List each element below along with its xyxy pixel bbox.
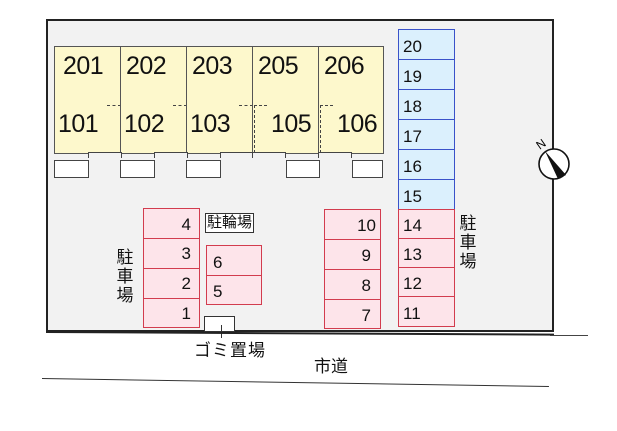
entry-notch bbox=[220, 152, 254, 158]
entry-porch-105 bbox=[286, 160, 320, 178]
parking-space-2[interactable]: 2 bbox=[143, 268, 200, 299]
bicycle-space-5[interactable]: 5 bbox=[206, 275, 262, 305]
space-number: 18 bbox=[403, 97, 422, 116]
space-number: 11 bbox=[403, 304, 421, 323]
parking-label-right: 駐車場 bbox=[459, 214, 477, 271]
unit-label-lower: 101 bbox=[58, 110, 99, 138]
unit-203-103[interactable]: 203 103 bbox=[186, 46, 253, 154]
unit-205-105[interactable]: 205 105 bbox=[252, 46, 319, 154]
parking-left: 4 3 2 1 bbox=[143, 208, 200, 328]
parking-space-4[interactable]: 4 bbox=[143, 208, 200, 239]
parking-space-8[interactable]: 8 bbox=[324, 269, 381, 300]
parking-right: 20 19 18 17 16 15 14 13 12 11 bbox=[398, 29, 455, 328]
bicycle-space-6[interactable]: 6 bbox=[206, 245, 262, 276]
north-arrow-icon: N bbox=[532, 133, 576, 185]
space-number: 19 bbox=[403, 67, 422, 86]
space-number: 7 bbox=[361, 306, 371, 325]
unit-label-lower: 102 bbox=[124, 110, 165, 138]
unit-201-101[interactable]: 201 101 bbox=[54, 46, 121, 154]
stair-outline bbox=[173, 105, 187, 153]
parking-label-left: 駐車場 bbox=[116, 248, 134, 305]
entry-notch bbox=[154, 152, 188, 158]
unit-label-upper: 206 bbox=[324, 52, 365, 80]
unit-label-upper: 205 bbox=[258, 52, 299, 80]
garbage-area[interactable] bbox=[204, 316, 235, 332]
unit-label-lower: 106 bbox=[337, 110, 378, 138]
entry-porch-101 bbox=[54, 160, 89, 178]
parking-space-17[interactable]: 17 bbox=[398, 119, 455, 150]
entry-notch bbox=[88, 152, 122, 158]
parking-space-13[interactable]: 13 bbox=[398, 238, 455, 268]
stair-outline bbox=[239, 105, 253, 153]
parking-space-7[interactable]: 7 bbox=[324, 299, 381, 329]
stair-outline bbox=[320, 105, 333, 153]
unit-label-upper: 201 bbox=[63, 52, 104, 80]
space-number: 10 bbox=[357, 216, 376, 235]
parking-space-18[interactable]: 18 bbox=[398, 89, 455, 120]
garbage-label: ゴミ置場 bbox=[194, 341, 266, 360]
unit-label-upper: 203 bbox=[192, 52, 233, 80]
road-label: 市道 bbox=[314, 357, 348, 376]
parking-space-20[interactable]: 20 bbox=[398, 29, 455, 60]
entry-porch-103 bbox=[186, 160, 221, 178]
unit-label-lower: 105 bbox=[271, 110, 312, 138]
stair-outline bbox=[107, 105, 121, 153]
space-number: 14 bbox=[403, 216, 422, 235]
space-number: 6 bbox=[213, 253, 223, 272]
parking-space-3[interactable]: 3 bbox=[143, 238, 200, 269]
space-number: 3 bbox=[181, 244, 191, 263]
space-number: 20 bbox=[403, 37, 422, 56]
space-number: 2 bbox=[181, 274, 191, 293]
parking-middle: 10 9 8 7 bbox=[324, 209, 381, 329]
space-number: 4 bbox=[181, 215, 191, 234]
parking-space-14[interactable]: 14 bbox=[398, 209, 455, 239]
road-edge-top-extension bbox=[550, 335, 588, 336]
space-number: 16 bbox=[403, 157, 422, 176]
space-number: 8 bbox=[361, 276, 371, 295]
parking-space-11[interactable]: 11 bbox=[398, 296, 455, 327]
space-number: 1 bbox=[181, 304, 191, 323]
entry-notch bbox=[318, 152, 352, 158]
space-number: 15 bbox=[403, 187, 422, 206]
road-edge-bottom bbox=[41, 378, 549, 387]
unit-label-upper: 202 bbox=[126, 52, 167, 80]
parking-space-1[interactable]: 1 bbox=[143, 298, 200, 328]
building: 201 101 202 102 203 103 205 105 206 106 bbox=[54, 46, 384, 154]
unit-202-102[interactable]: 202 102 bbox=[120, 46, 187, 154]
parking-space-12[interactable]: 12 bbox=[398, 267, 455, 297]
parking-space-10[interactable]: 10 bbox=[324, 209, 381, 240]
unit-206-106[interactable]: 206 106 bbox=[318, 46, 384, 154]
space-number: 17 bbox=[403, 127, 422, 146]
space-number: 12 bbox=[403, 274, 422, 293]
stair-outline bbox=[254, 105, 267, 153]
bicycle-parking-label: 駐輪場 bbox=[205, 213, 255, 233]
unit-label-lower: 103 bbox=[190, 110, 231, 138]
parking-space-16[interactable]: 16 bbox=[398, 149, 455, 180]
space-number: 13 bbox=[403, 245, 422, 264]
entry-notch bbox=[252, 152, 286, 158]
entry-porch-106 bbox=[352, 160, 383, 178]
entry-porch-102 bbox=[120, 160, 155, 178]
parking-space-15[interactable]: 15 bbox=[398, 179, 455, 210]
parking-space-9[interactable]: 9 bbox=[324, 239, 381, 270]
space-number: 9 bbox=[361, 246, 371, 265]
space-number: 5 bbox=[213, 282, 223, 301]
compass-n-label: N bbox=[533, 136, 548, 152]
parking-space-19[interactable]: 19 bbox=[398, 59, 455, 90]
